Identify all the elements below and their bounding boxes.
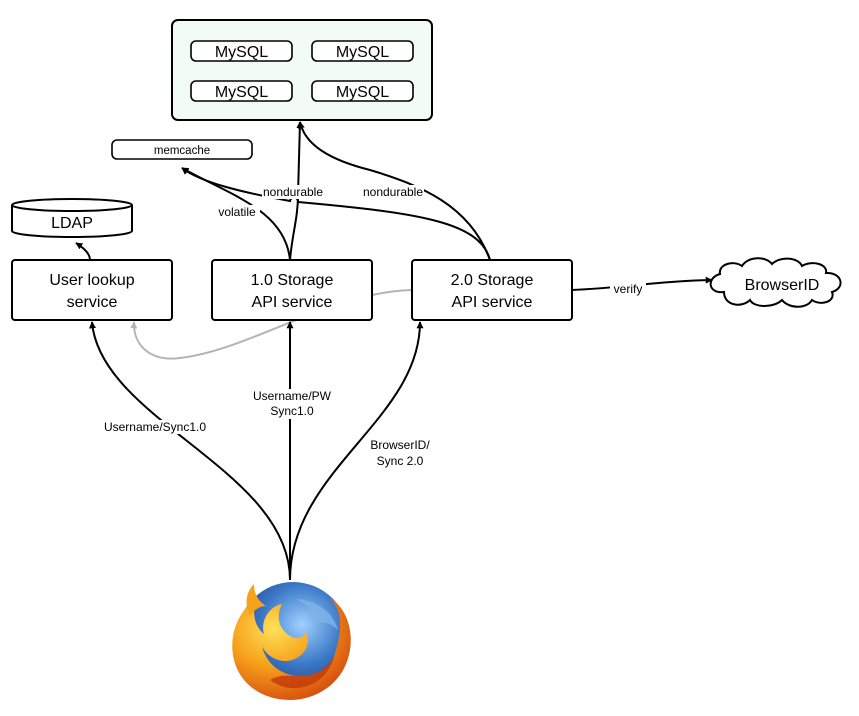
label-browserid-sync2: BrowserID/ Sync 2.0	[364, 438, 436, 468]
svg-text:Sync1.0: Sync1.0	[270, 404, 314, 418]
svg-text:2.0 Storage: 2.0 Storage	[451, 272, 534, 289]
svg-text:MySQL: MySQL	[336, 84, 389, 101]
storage-1-0-api-service: 1.0 Storage API service	[211, 259, 373, 321]
edge-client-to-storage2	[289, 321, 424, 581]
edge-storage2-to-mysql	[297, 121, 491, 261]
storage-2-0-api-service: 2.0 Storage API service	[411, 259, 573, 321]
user-lookup-service: User lookup service	[11, 259, 173, 321]
ldap-database: LDAP	[11, 198, 133, 238]
mysql-node-3: MySQL	[190, 80, 293, 102]
svg-text:API service: API service	[252, 294, 333, 311]
label-username-sync1: Username/Sync1.0	[98, 420, 212, 434]
label-nondurable-storage1: nondurable	[262, 185, 324, 199]
mysql-node-1: MySQL	[190, 40, 293, 62]
label-nondurable-storage2: nondurable	[362, 185, 424, 199]
svg-text:BrowserID: BrowserID	[745, 277, 820, 294]
mysql-node-2: MySQL	[311, 40, 414, 62]
svg-text:Sync 2.0: Sync 2.0	[377, 454, 424, 468]
svg-text:memcache: memcache	[154, 145, 210, 157]
svg-text:Username/PW: Username/PW	[253, 389, 332, 403]
svg-text:1.0 Storage: 1.0 Storage	[251, 272, 334, 289]
svg-text:User lookup: User lookup	[49, 272, 134, 289]
svg-text:LDAP: LDAP	[51, 215, 93, 232]
firefox-logo-icon	[232, 582, 351, 700]
svg-text:MySQL: MySQL	[215, 84, 268, 101]
svg-text:service: service	[67, 294, 118, 311]
label-verify: verify	[610, 282, 646, 296]
edge-user-lookup-to-ldap	[75, 242, 91, 261]
mysql-node-4: MySQL	[311, 80, 414, 102]
svg-text:nondurable: nondurable	[363, 185, 423, 199]
edge-client-to-user-lookup	[89, 321, 291, 581]
svg-text:MySQL: MySQL	[336, 44, 389, 61]
memcache-node: memcache	[111, 139, 253, 160]
svg-text:volatile: volatile	[218, 205, 256, 219]
svg-text:MySQL: MySQL	[215, 44, 268, 61]
label-volatile: volatile	[214, 205, 260, 219]
browserid-cloud: BrowserID	[709, 257, 842, 308]
label-username-pw: Username/PW Sync1.0	[248, 389, 336, 419]
svg-text:BrowserID/: BrowserID/	[370, 438, 430, 452]
svg-text:verify: verify	[614, 282, 643, 296]
svg-text:Username/Sync1.0: Username/Sync1.0	[104, 420, 206, 434]
mysql-cluster: MySQL MySQL MySQL MySQL	[171, 19, 433, 121]
svg-text:API service: API service	[452, 294, 533, 311]
svg-text:nondurable: nondurable	[263, 185, 323, 199]
